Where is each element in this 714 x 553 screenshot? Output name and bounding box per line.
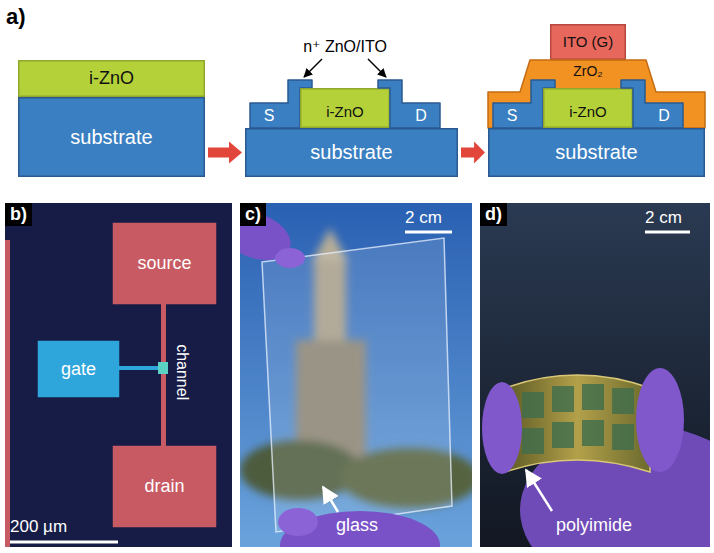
label-holder: b) — [5, 203, 32, 226]
label-holder: 2 cm — [645, 208, 682, 228]
glove — [275, 248, 305, 268]
pointer-arrow — [323, 487, 338, 512]
layer-text: i-ZnO — [326, 103, 364, 120]
contact-layer: D — [378, 80, 440, 128]
panel-tag: d) — [485, 204, 502, 225]
leader-line — [304, 59, 322, 77]
layer-text: substrate — [70, 126, 152, 149]
leader-lines — [304, 59, 386, 77]
layer-text: drain — [144, 476, 184, 497]
layer-box: substrate — [18, 97, 205, 177]
layer-text: source — [137, 253, 191, 274]
device-cell — [612, 388, 634, 414]
scale-bar — [405, 231, 452, 234]
node-outline — [621, 80, 683, 128]
layer-box: ITO (G) — [550, 24, 626, 60]
label-holder: 2 cm — [405, 208, 442, 228]
device-cell — [582, 384, 604, 410]
label-holder: channel — [173, 344, 191, 400]
layer-shape — [544, 89, 633, 128]
glove — [278, 508, 318, 536]
label-holder: d) — [480, 203, 507, 226]
micrograph-ground — [5, 203, 232, 547]
contact-layer: D — [621, 80, 683, 128]
layer-text: D — [415, 107, 427, 125]
layer-shape — [38, 341, 120, 398]
layer-text: ITO (G) — [563, 33, 614, 50]
scale-text: 2 cm — [645, 208, 682, 228]
neighbor-pad — [5, 240, 10, 547]
polyimide-photo — [480, 203, 710, 547]
device-cell — [552, 422, 574, 448]
glass-photo — [240, 203, 472, 547]
layer-text: substrate — [555, 141, 637, 164]
glass-slide — [262, 238, 452, 532]
layer-shape — [246, 129, 458, 177]
gate-line — [118, 366, 160, 370]
layer-text: D — [658, 107, 670, 125]
scale-text: 2 cm — [405, 208, 442, 228]
trace-callout: channel — [173, 344, 191, 400]
device-cell — [612, 424, 634, 450]
layer-shape — [488, 60, 705, 128]
contact-pad: source — [112, 222, 217, 305]
layer-shape — [551, 25, 626, 60]
trace-line — [161, 303, 166, 447]
layer-box: substrate — [245, 128, 458, 177]
layer-shape — [301, 89, 390, 128]
layer-shape — [621, 80, 683, 128]
layer-text: gate — [61, 359, 96, 380]
scale-bar — [645, 231, 690, 234]
layer-shape — [113, 446, 217, 528]
polyimide-film — [505, 375, 650, 472]
part-callout: glass — [336, 515, 378, 536]
panel-tag: a) — [6, 4, 26, 29]
label-holder: n⁺ ZnO/ITO — [303, 38, 387, 56]
node-outline — [378, 80, 440, 128]
layer-text: ZrO₂ — [573, 63, 603, 79]
layer-box: i-ZnO — [18, 60, 205, 97]
glove — [636, 368, 684, 472]
layer-shape — [489, 129, 705, 177]
layer-shape — [19, 98, 205, 177]
pointer-arrow — [526, 470, 552, 511]
device-cell — [552, 386, 574, 412]
label-holder: c) — [240, 203, 266, 226]
panel-tag: b) — [10, 204, 27, 225]
layer-text: S — [507, 107, 518, 125]
panel-tag: c) — [245, 204, 261, 225]
overlap-region — [158, 362, 168, 374]
device-cell — [522, 392, 544, 418]
layer-callout: n⁺ ZnO/ITO — [303, 38, 387, 56]
glove — [482, 382, 522, 474]
contact-pad: drain — [112, 445, 217, 528]
process-arrow — [208, 142, 242, 164]
layer-shape — [378, 80, 440, 128]
layer-text: substrate — [310, 141, 392, 164]
scale-text: 200 µm — [10, 517, 67, 537]
device-cell — [522, 428, 544, 454]
label-holder: polyimide — [556, 515, 632, 536]
contact-pad: gate — [37, 340, 120, 398]
layer-shape — [19, 61, 205, 97]
layer-box: i-ZnO — [543, 88, 633, 128]
part-callout: polyimide — [556, 515, 632, 536]
layer-box: i-ZnO — [300, 88, 390, 128]
label-holder: 200 µm — [10, 517, 67, 537]
scale-bar — [10, 541, 118, 544]
label-holder: a) — [6, 4, 26, 29]
layer-text: i-ZnO — [89, 68, 134, 89]
layer-text: S — [264, 107, 275, 125]
layer-shape — [113, 223, 217, 305]
process-arrow — [461, 142, 485, 164]
label-holder: glass — [336, 515, 378, 536]
layer-box: substrate — [488, 128, 705, 177]
device-cell — [582, 420, 604, 446]
leader-line — [368, 59, 386, 77]
device-array — [522, 384, 634, 454]
layer-text: i-ZnO — [569, 103, 607, 120]
micrograph — [5, 203, 232, 547]
